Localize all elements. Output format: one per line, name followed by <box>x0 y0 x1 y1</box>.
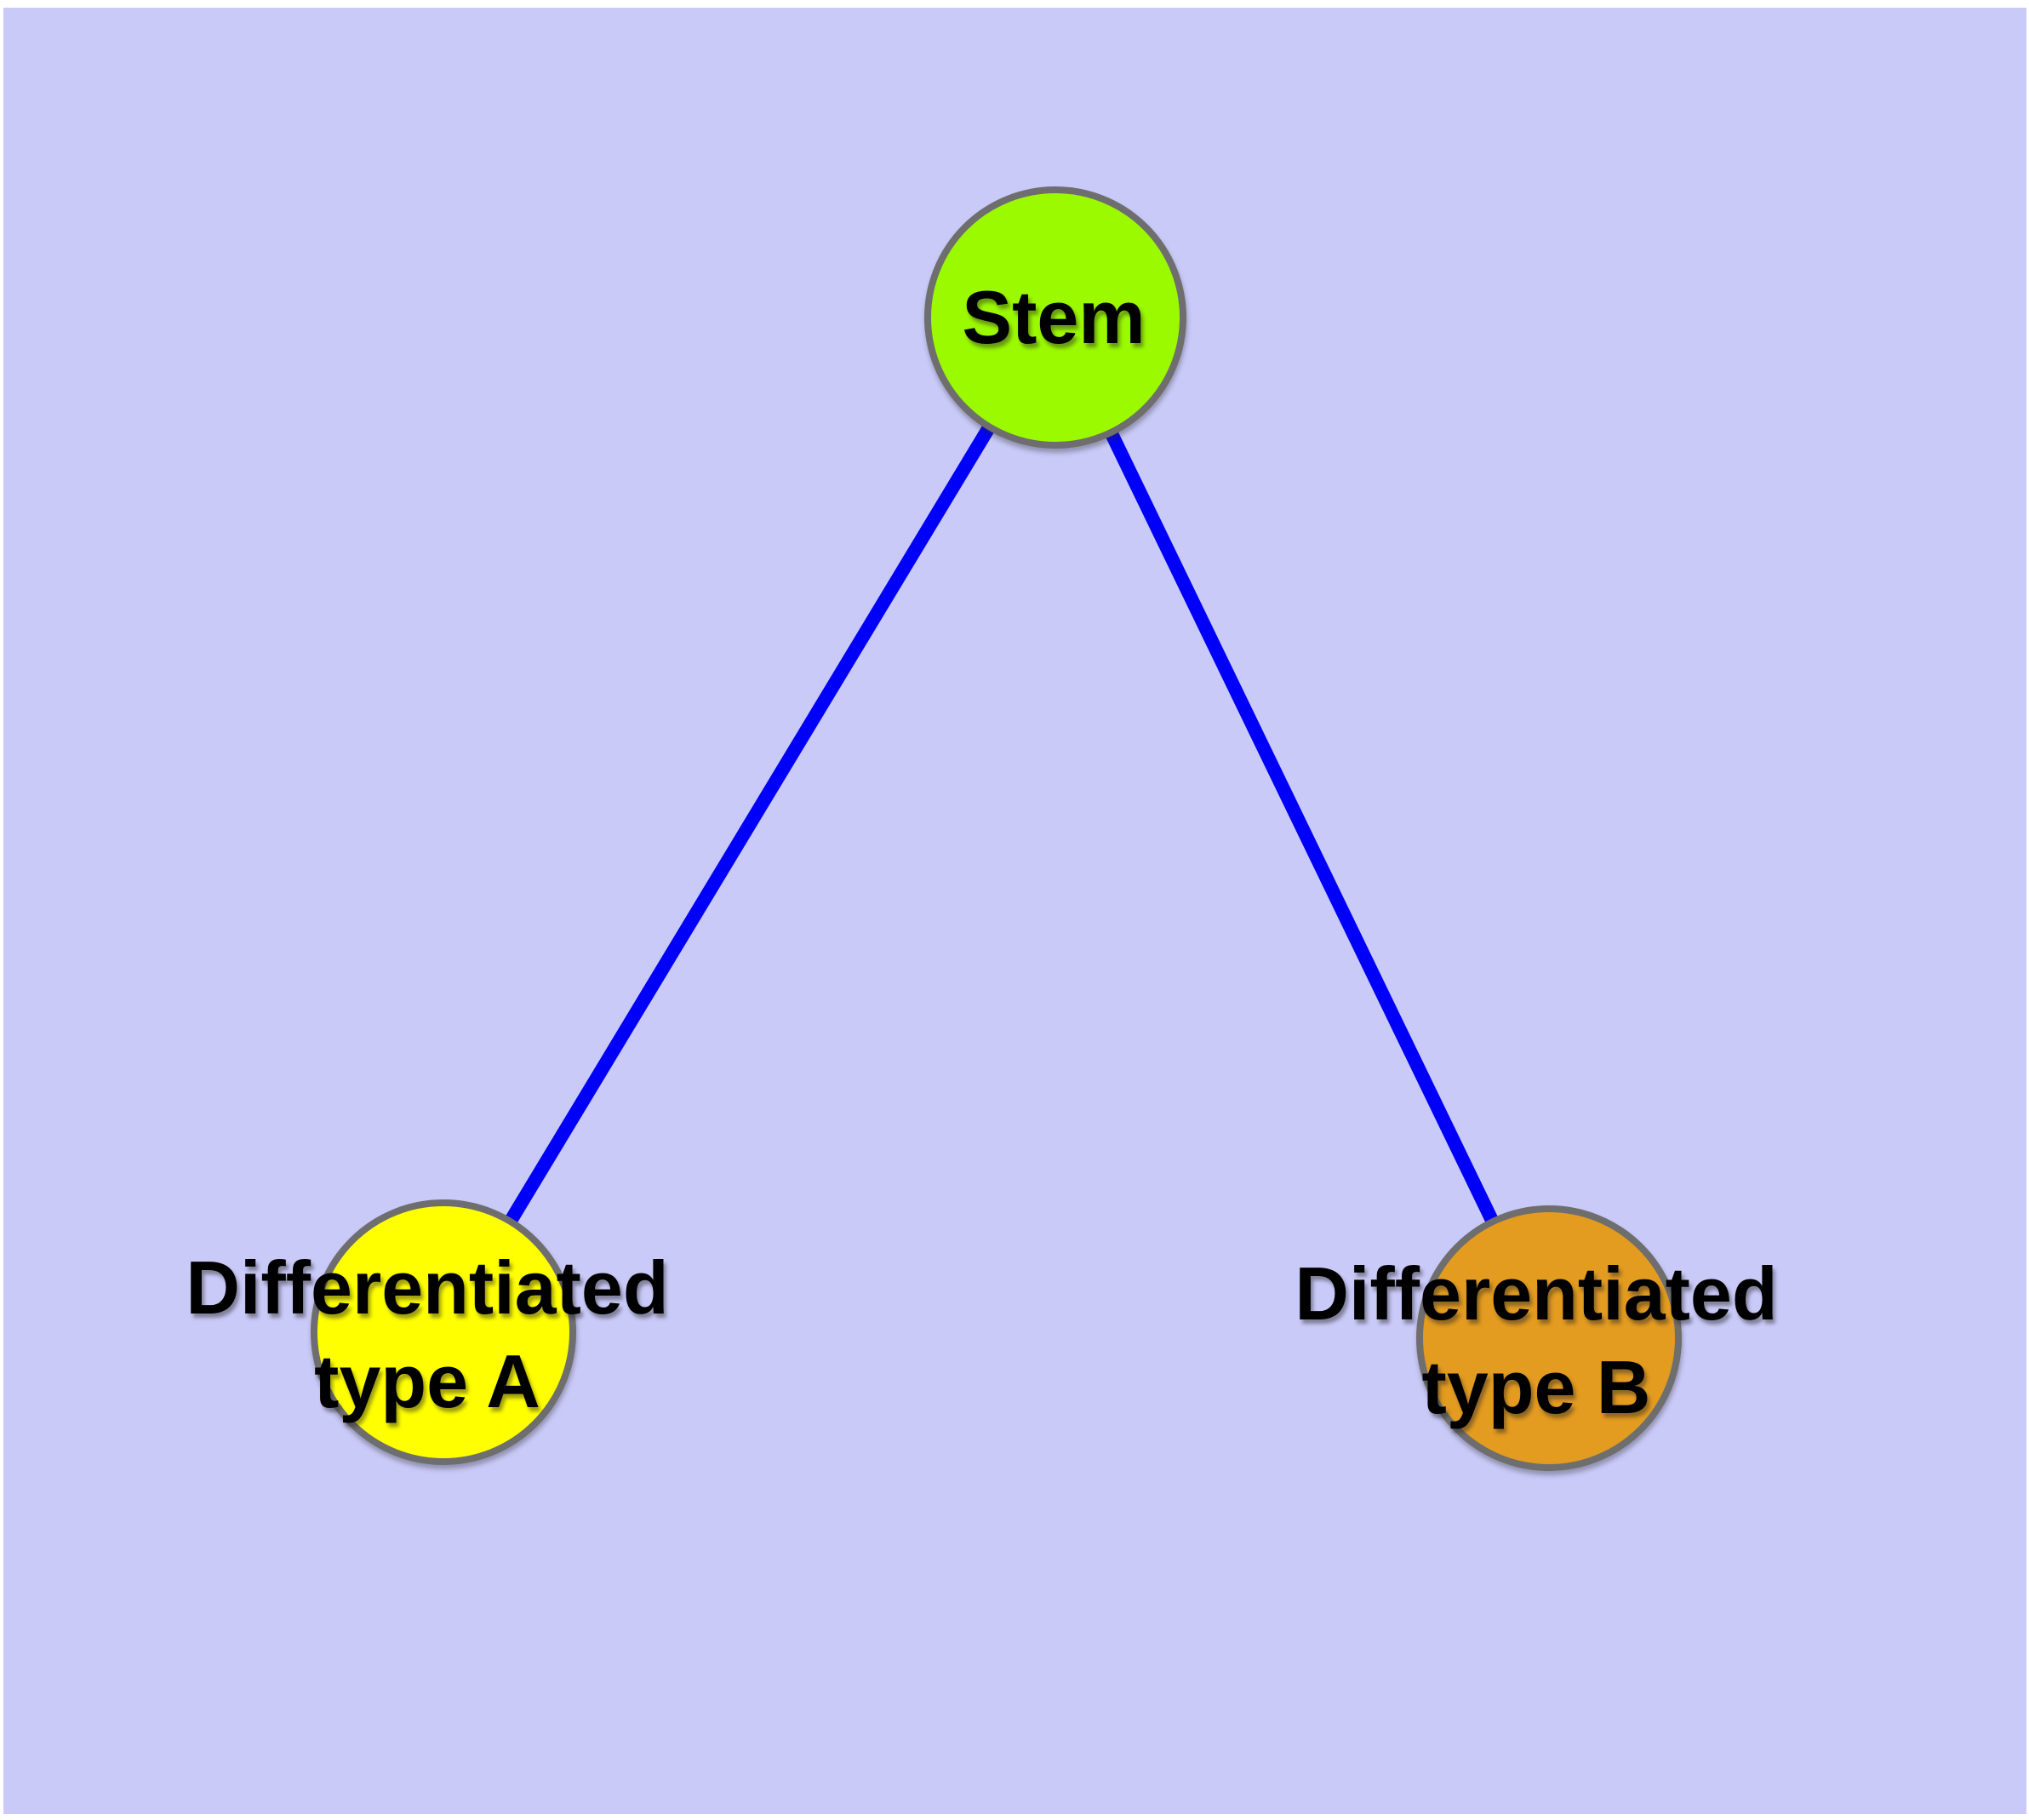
node-type-b-circle <box>1416 1205 1682 1471</box>
edge-stem-to-type-b <box>1049 314 1556 1342</box>
node-type-a-circle <box>311 1199 576 1465</box>
node-stem-circle <box>924 186 1186 449</box>
edge-stem-to-type-a <box>437 313 1061 1336</box>
